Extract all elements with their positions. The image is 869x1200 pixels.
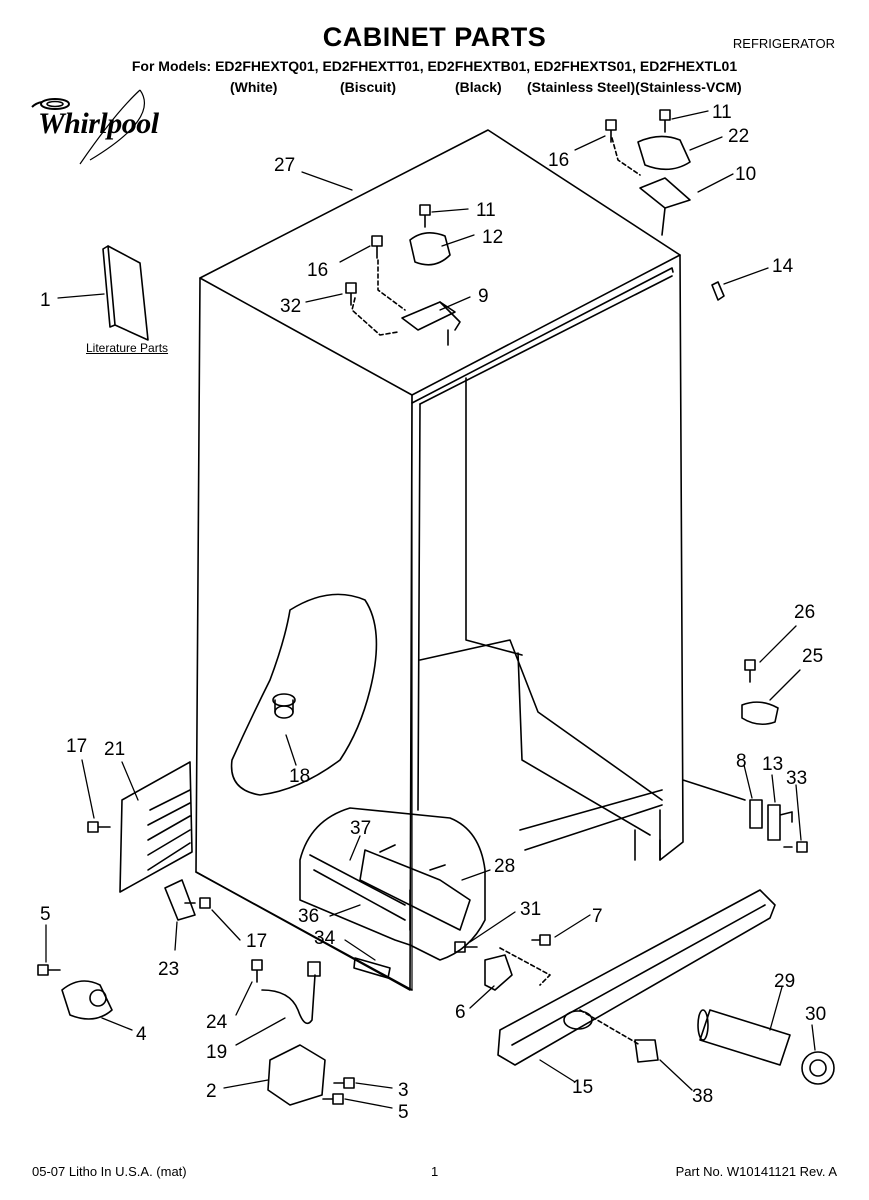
callout-15: 15 <box>572 1077 593 1098</box>
callout-24: 24 <box>206 1012 228 1033</box>
callout-14: 14 <box>772 256 794 277</box>
top-hinge-left <box>351 232 461 346</box>
rear-grille <box>119 761 193 893</box>
callout-1: 1 <box>40 290 51 311</box>
insulation-cutaway <box>230 593 378 796</box>
callout-25: 25 <box>802 646 823 667</box>
callout-30: 30 <box>805 1004 826 1025</box>
callout-11b: 11 <box>476 200 496 221</box>
logo-wordmark: Whirlpool <box>38 107 159 140</box>
top-hinge-right <box>611 135 691 236</box>
callout-31: 31 <box>520 899 541 920</box>
whirlpool-logo <box>20 88 180 168</box>
callout-36: 36 <box>298 906 319 927</box>
callout-19: 19 <box>206 1042 227 1063</box>
lower-cutaway <box>299 807 486 979</box>
footer-litho: 05-07 Litho In U.S.A. (mat) <box>32 1164 187 1179</box>
models-line: For Models: ED2FHEXTQ01, ED2FHEXTT01, ED… <box>131 58 738 74</box>
callout-11: 11 <box>712 102 732 123</box>
finish-black: (Black) <box>455 79 502 95</box>
callout-16: 16 <box>548 150 569 171</box>
callout-23: 23 <box>158 959 179 980</box>
callout-8: 8 <box>736 751 747 772</box>
callout-17b: 17 <box>246 931 267 952</box>
callout-7: 7 <box>592 906 603 927</box>
literature-booklet <box>102 245 149 341</box>
callout-17: 17 <box>66 736 87 757</box>
finish-stainless: (Stainless Steel)(Stainless-VCM) <box>527 79 742 95</box>
callout-22: 22 <box>728 126 749 147</box>
footer-page-number: 1 <box>431 1164 439 1179</box>
finish-white: (White) <box>230 79 278 95</box>
callout-4: 4 <box>136 1024 147 1045</box>
leader-lines <box>45 110 816 1109</box>
callout-5b: 5 <box>398 1102 409 1123</box>
cabinet-body <box>195 129 746 991</box>
callout-6: 6 <box>455 1002 466 1023</box>
callout-numbers: 1 2 3 4 5 5 6 7 8 9 10 11 11 12 13 14 15… <box>40 102 826 1123</box>
callout-27: 27 <box>274 155 295 176</box>
footer-part-number: Part No. W10141121 Rev. A <box>675 1164 837 1179</box>
literature-parts-label: Literature Parts <box>86 341 169 355</box>
callout-3: 3 <box>398 1080 409 1101</box>
callout-9: 9 <box>478 286 489 307</box>
callout-38: 38 <box>692 1086 713 1107</box>
category-label: REFRIGERATOR <box>732 36 835 51</box>
callout-32: 32 <box>280 296 301 317</box>
callout-18: 18 <box>289 766 310 787</box>
callout-29: 29 <box>774 971 795 992</box>
finish-biscuit: (Biscuit) <box>340 79 396 95</box>
callout-16b: 16 <box>307 260 328 281</box>
page-title: CABINET PARTS <box>322 22 547 52</box>
callout-10: 10 <box>735 164 756 185</box>
callout-33: 33 <box>786 768 807 789</box>
screw-icons <box>37 109 808 1105</box>
small-parts <box>61 281 835 1106</box>
callout-26: 26 <box>794 602 815 623</box>
callout-37: 37 <box>350 818 371 839</box>
callout-21: 21 <box>104 739 125 760</box>
callout-2: 2 <box>206 1081 217 1102</box>
callout-28: 28 <box>494 856 515 877</box>
callout-12: 12 <box>482 227 503 248</box>
logo-swoosh-icon <box>31 89 145 165</box>
callout-13: 13 <box>762 754 783 775</box>
callout-5: 5 <box>40 904 51 925</box>
callout-34: 34 <box>314 928 336 949</box>
